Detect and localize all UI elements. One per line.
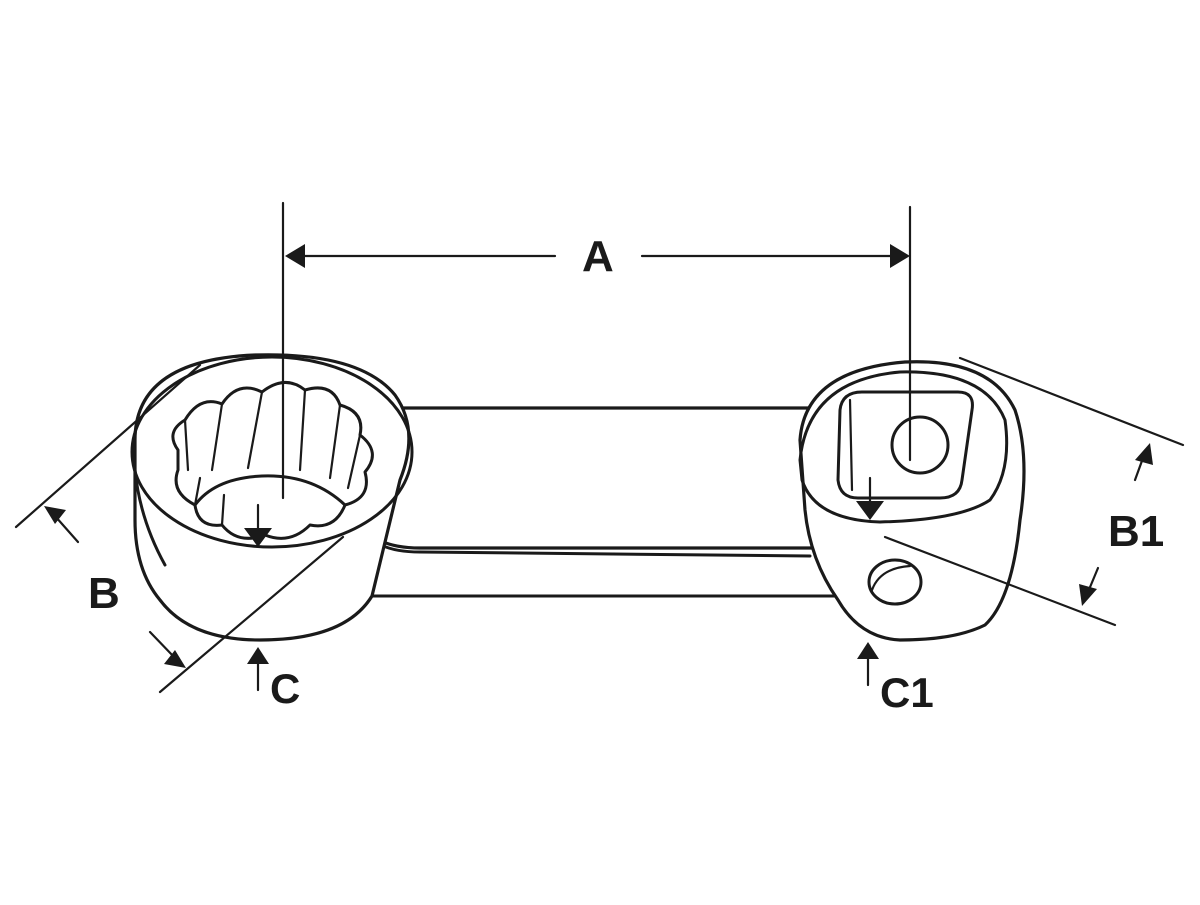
arrow-b1-bottom-icon — [1079, 584, 1097, 606]
arrow-left-icon — [285, 244, 305, 268]
arrow-c-up-icon — [247, 647, 269, 664]
label-a: A — [582, 232, 614, 281]
label-b: B — [88, 569, 120, 618]
wrench-handle — [358, 406, 842, 598]
arrow-c1-down-icon — [856, 501, 884, 520]
dimension-c — [244, 503, 272, 692]
label-c: C — [270, 665, 301, 712]
arrow-c-down-icon — [244, 528, 272, 547]
label-b1: B1 — [1108, 507, 1165, 556]
dimension-a — [281, 201, 912, 500]
arrow-b-bottom-icon — [164, 650, 186, 668]
label-c1: C1 — [880, 669, 934, 716]
dimension-b1 — [883, 356, 1185, 627]
arrow-right-icon — [890, 244, 910, 268]
left-ring-head — [130, 353, 414, 642]
arrow-b-top-icon — [44, 506, 66, 524]
dimension-b — [14, 363, 345, 694]
arrow-c1-up-icon — [857, 642, 879, 659]
right-drive-head — [798, 360, 1026, 642]
arrow-b1-top-icon — [1135, 443, 1153, 465]
dimension-c1 — [856, 476, 884, 687]
